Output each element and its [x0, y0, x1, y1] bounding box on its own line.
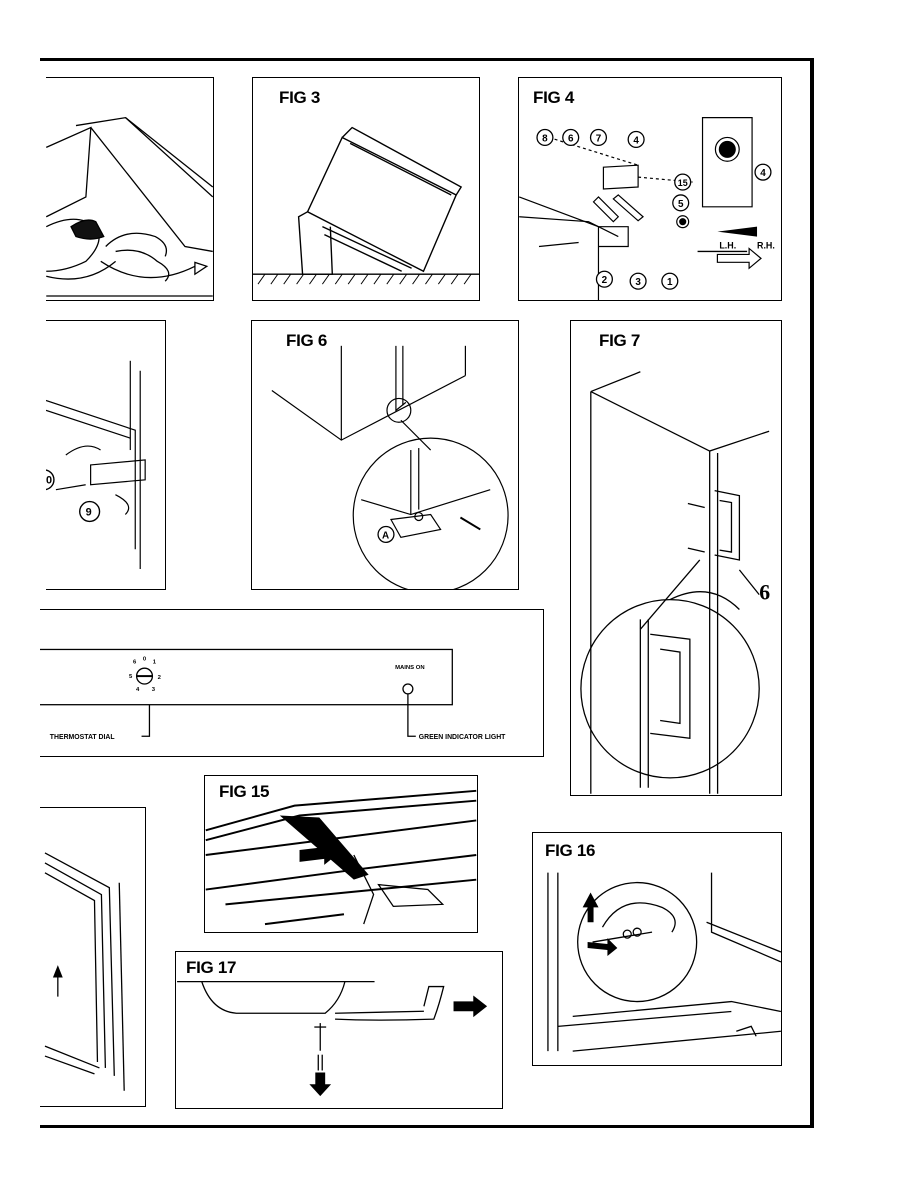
- thermostat-dial-label: THERMOSTAT DIAL: [50, 734, 115, 741]
- dial-number-5: 5: [129, 674, 133, 680]
- control-panel-figure: 6 0 1 5 2 4 3 MAINS ON THERMOSTAT DIAL G…: [40, 609, 544, 757]
- figure-bottom-left-partial: [40, 807, 146, 1107]
- figure-15: FIG 15: [204, 775, 478, 933]
- figure-4-drawing: 8 6 7 4 15 4 5 2 3 1 L.H. R.H.: [519, 117, 775, 300]
- figure-17-drawing: [177, 980, 488, 1097]
- dial-number-1: 1: [153, 659, 157, 665]
- page-frame: [40, 58, 814, 1128]
- figure-7: FIG 7 6: [570, 320, 782, 796]
- dial-number-6: 6: [133, 659, 137, 665]
- fig4-callout-5: 5: [678, 199, 684, 210]
- fig6-callout-a: A: [382, 530, 389, 541]
- dial-number-3: 3: [152, 687, 156, 693]
- mains-on-label: MAINS ON: [395, 665, 425, 671]
- figure-6: FIG 6 A: [251, 320, 519, 590]
- fig7-callout-6: 6: [759, 581, 770, 605]
- fig4-callout-2: 2: [602, 275, 608, 286]
- figure-5-partial: 0 9: [46, 320, 166, 590]
- fig5-callout-0: 0: [46, 475, 52, 487]
- figure-7-drawing: 6: [580, 371, 770, 794]
- figure-15-title: FIG 15: [219, 782, 270, 801]
- figure-3-drawing: [253, 126, 479, 285]
- fig4-callout-8: 8: [542, 133, 548, 144]
- dial-number-2: 2: [158, 675, 162, 681]
- fig4-callout-3: 3: [635, 277, 641, 288]
- figure-4: FIG 4: [518, 77, 782, 301]
- figure-bottom-left-drawing: [44, 852, 125, 1091]
- figure-2-drawing: [46, 116, 213, 297]
- figure-5-drawing: 0 9: [46, 360, 146, 570]
- figure-17-title: FIG 17: [186, 958, 237, 977]
- fig4-rh-label: R.H.: [757, 240, 775, 250]
- fig4-lh-label: L.H.: [719, 240, 736, 250]
- fig4-callout-1: 1: [667, 277, 673, 288]
- figure-16: FIG 16: [532, 832, 782, 1066]
- figure-16-title: FIG 16: [545, 841, 596, 860]
- control-panel-drawing: 6 0 1 5 2 4 3 MAINS ON THERMOSTAT DIAL G…: [40, 648, 506, 741]
- figure-3: FIG 3: [252, 77, 480, 301]
- figure-7-title: FIG 7: [599, 331, 641, 350]
- figure-6-drawing: A: [271, 345, 509, 589]
- figure-2-partial: [46, 77, 214, 301]
- fig4-callout-6: 6: [568, 133, 574, 144]
- dial-number-4: 4: [136, 687, 140, 693]
- figure-4-title: FIG 4: [533, 88, 575, 107]
- fig4-callout-15: 15: [678, 178, 688, 188]
- figure-16-drawing: [547, 872, 781, 1052]
- figure-3-title: FIG 3: [279, 88, 321, 107]
- fig4-callout-7: 7: [596, 133, 602, 144]
- fig5-callout-9: 9: [86, 506, 92, 518]
- figure-15-drawing: [205, 789, 477, 926]
- figure-6-title: FIG 6: [286, 331, 328, 350]
- dial-number-0: 0: [143, 656, 147, 662]
- green-indicator-light-label: GREEN INDICATOR LIGHT: [419, 734, 506, 741]
- fig4-callout-4a: 4: [633, 135, 639, 146]
- figure-17: FIG 17: [175, 951, 503, 1109]
- fig4-callout-4b: 4: [760, 168, 766, 179]
